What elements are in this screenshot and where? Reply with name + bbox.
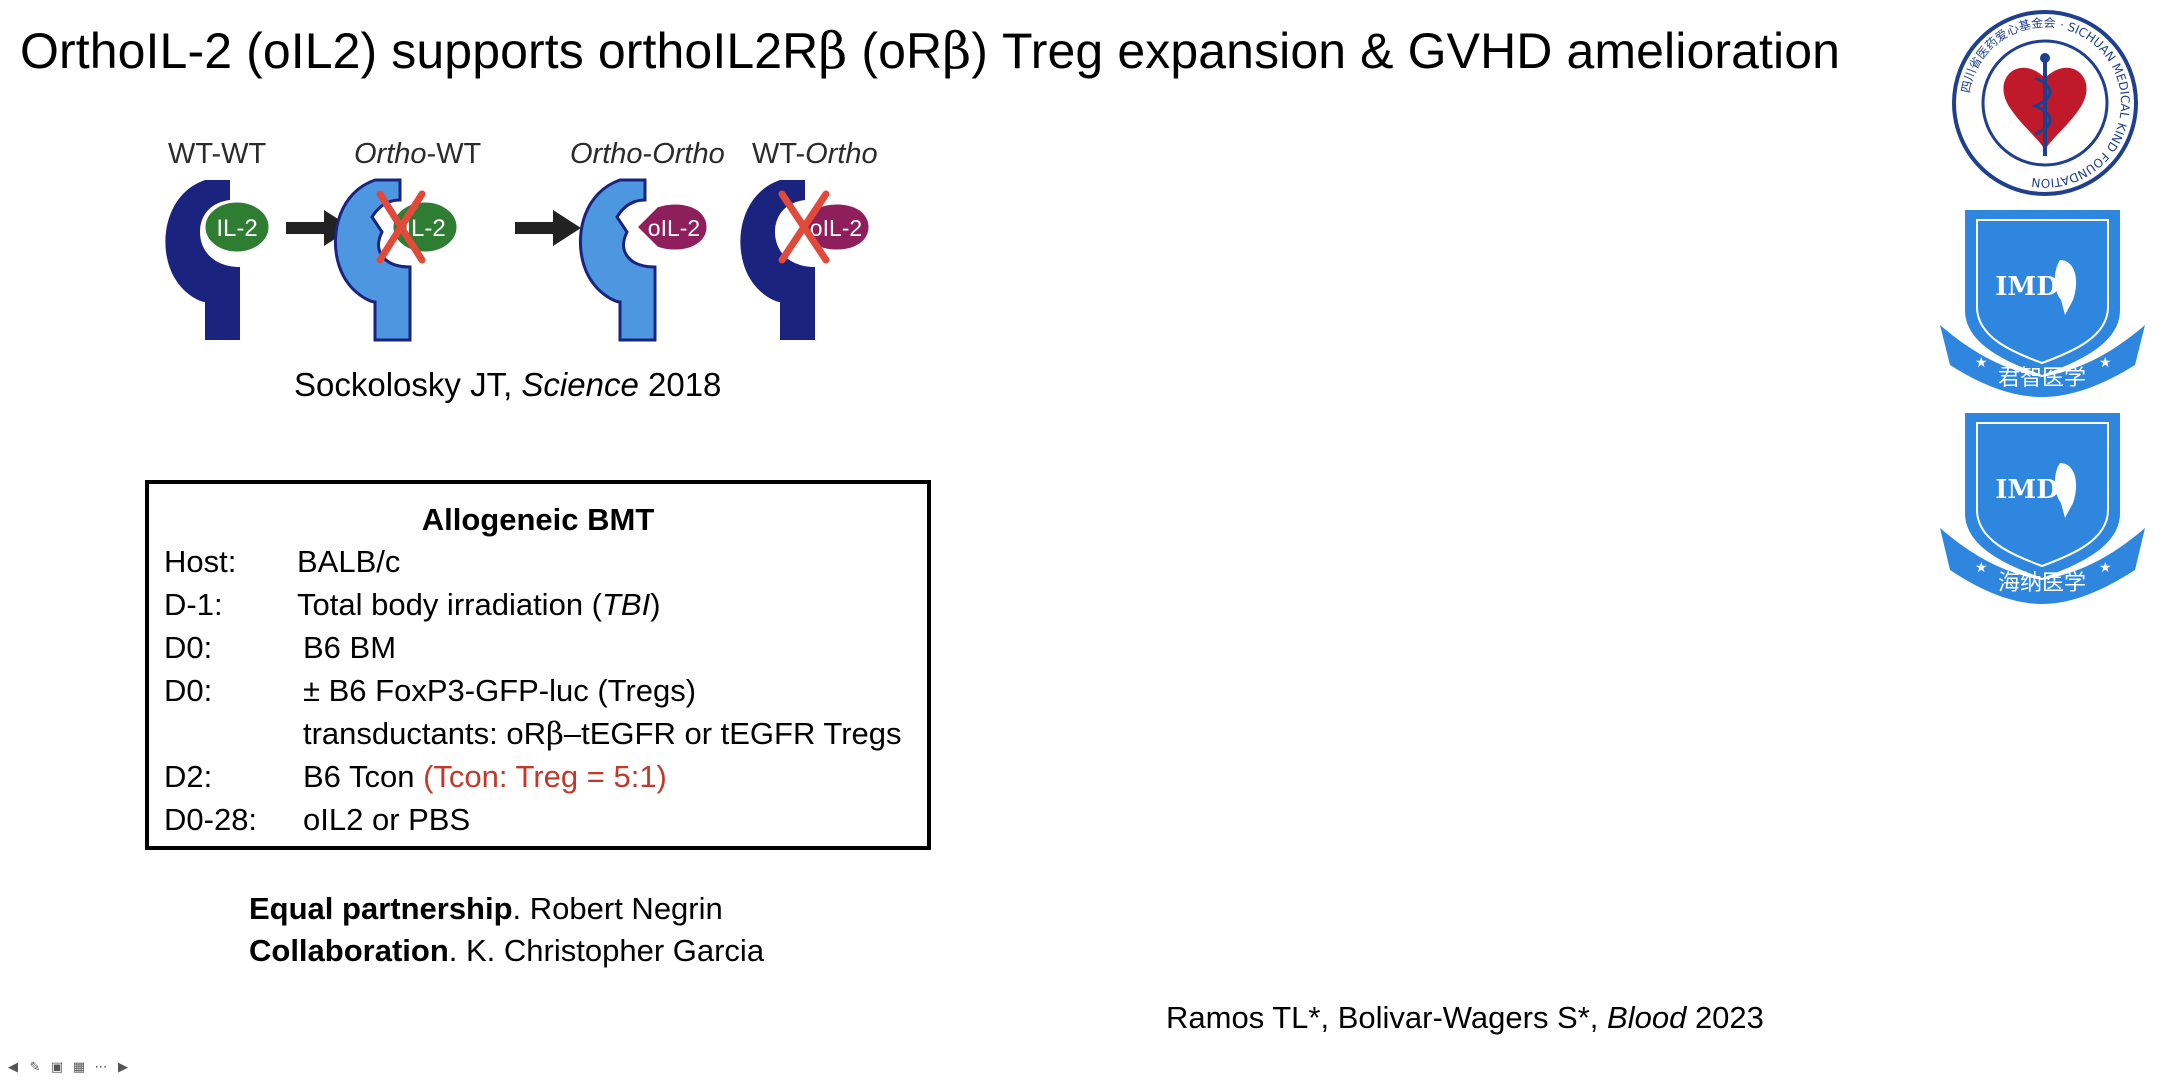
svg-text:IMD: IMD xyxy=(1995,272,2059,302)
ortho-receptor-2 xyxy=(578,178,657,342)
receptor-diagram: WT-WT Ortho-WT Ortho-Ortho WT-Ortho IL-2… xyxy=(160,132,920,347)
pen-icon[interactable]: ✎ xyxy=(29,1059,41,1074)
svg-text:君智医学: 君智医学 xyxy=(1998,366,2086,391)
svg-text:★: ★ xyxy=(2099,559,2112,575)
oil2-ligand-1: oIL-2 xyxy=(633,201,710,253)
wt-receptor-2 xyxy=(740,180,815,340)
credit-partnership: Equal partnership. Robert Negrin xyxy=(249,891,723,926)
credit-collaboration: Collaboration. K. Christopher Garcia xyxy=(249,933,765,968)
protocol-row: D-1: Total body irradiation (TBI) xyxy=(164,587,661,622)
cross-mark-1 xyxy=(376,190,426,264)
il2-ligand-1: IL-2 xyxy=(202,199,272,255)
imd-shield-logo-1: IMD 君智医学 ★ ★ xyxy=(1940,210,2145,397)
cc-icon[interactable]: ▣ xyxy=(50,1059,64,1074)
protocol-row: D2: B6 Tcon (Tcon: Treg = 5:1) xyxy=(164,759,667,794)
svg-text:海纳医学: 海纳医学 xyxy=(1998,571,2086,596)
protocol-title: Allogeneic BMT xyxy=(421,502,655,537)
cross-mark-2 xyxy=(778,190,830,264)
label-wt-ortho: WT-Ortho xyxy=(752,138,878,170)
imd-shield-logo-2: IMD 海纳医学 ★ ★ xyxy=(1940,413,2145,604)
zoom-icon[interactable]: ▦ xyxy=(72,1059,86,1074)
protocol-row: D0: B6 BM xyxy=(164,630,397,665)
protocol-row: D0-28: oIL2 or PBS xyxy=(164,802,471,837)
protocol-row: Host: BALB/c xyxy=(164,544,401,579)
protocol-box: Allogeneic BMT Host: BALB/c D-1: Total b… xyxy=(145,480,931,850)
arrow-2 xyxy=(515,210,581,246)
svg-text:★: ★ xyxy=(1975,354,1988,370)
label-ortho-ortho: Ortho-Ortho xyxy=(570,138,725,170)
label-wt-wt: WT-WT xyxy=(168,138,267,170)
label-ortho-wt: Ortho-WT xyxy=(354,138,482,170)
ortho-receptor-1 xyxy=(333,178,412,342)
forward-icon[interactable]: ▶ xyxy=(118,1059,128,1074)
ratio-note: (Tcon: Treg = 5:1) xyxy=(423,759,667,794)
more-icon[interactable]: ⋯ xyxy=(94,1059,108,1074)
foundation-logo: 四川省医药爱心基金会 · SICHUAN MEDICAL KIND FOUNDA… xyxy=(1952,10,2138,196)
svg-text:IL-2: IL-2 xyxy=(216,215,257,242)
slideshow-toolbar: ◀ ✎ ▣ ▦ ⋯ ▶ xyxy=(4,1058,132,1076)
slide-title: OrthoIL-2 (oIL2) supports orthoIL2Rβ (oR… xyxy=(20,22,1841,80)
svg-text:oIL-2: oIL-2 xyxy=(648,215,700,241)
citation-ramos: Ramos TL*, Bolivar-Wagers S*, Blood 2023 xyxy=(1166,1000,1764,1035)
svg-text:IMD: IMD xyxy=(1995,475,2059,505)
back-icon[interactable]: ◀ xyxy=(8,1059,18,1074)
svg-text:oIL-2: oIL-2 xyxy=(810,215,862,241)
receptor-svg: IL-2 IL-2 oIL-2 xyxy=(165,178,872,342)
protocol-row: transductants: oRβ–tEGFR or tEGFR Tregs xyxy=(303,716,902,752)
citation-sockolosky: Sockolosky JT, Science 2018 xyxy=(294,366,722,403)
protocol-row: D0: ± B6 FoxP3-GFP-luc (Tregs) xyxy=(164,673,697,708)
svg-text:★: ★ xyxy=(1975,559,1988,575)
wt-receptor xyxy=(165,180,240,340)
oil2-ligand-2: oIL-2 xyxy=(795,201,872,253)
svg-text:★: ★ xyxy=(2099,354,2112,370)
